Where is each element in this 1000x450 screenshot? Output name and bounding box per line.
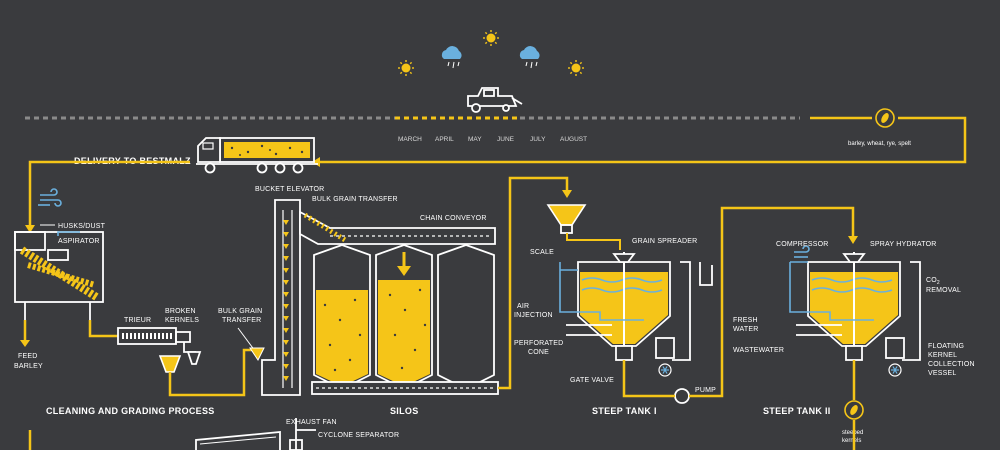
steep-tank-1	[559, 252, 713, 404]
cloud-rain-icon	[519, 46, 540, 69]
flow-to-steep1	[498, 176, 569, 390]
scale-hopper	[546, 204, 621, 250]
kiln-machine	[195, 418, 316, 450]
aspirator-label: ASPIRATOR	[58, 238, 100, 245]
flow-to-steep2	[689, 206, 855, 398]
silos	[311, 244, 499, 395]
combine-harvester-icon	[467, 87, 523, 113]
fresh-water-label: WATER	[733, 326, 759, 333]
floating-kernel-label: COLLECTION	[928, 361, 975, 368]
wind-icon	[794, 245, 810, 258]
feed-barley-label: FEED	[18, 353, 37, 360]
sun-icon	[483, 30, 499, 46]
broken-kernels-label: KERNELS	[165, 317, 199, 324]
floating-kernel-label: VESSEL	[928, 370, 956, 377]
compressor-label: COMPRESSOR	[776, 241, 829, 248]
floating-kernel-label: FLOATING	[928, 343, 964, 350]
snowflake-icon	[888, 363, 902, 377]
co2-removal-label: REMOVAL	[926, 287, 961, 294]
chain-conveyor	[299, 210, 496, 245]
wastewater-label: WASTEWATER	[733, 347, 784, 354]
broken-kernels-label: BROKEN	[165, 308, 196, 315]
weather-icons	[398, 30, 584, 76]
gate-valve-label: GATE VALVE	[570, 377, 614, 384]
grain-types-label: barley, wheat, rye, spelt	[848, 141, 911, 147]
section-steep2: STEEP TANK II	[763, 406, 831, 416]
truck-icon	[196, 137, 318, 174]
air-injection-label: AIR	[517, 303, 529, 310]
sun-icon	[568, 60, 584, 76]
steeped-kernels-label: steeped	[842, 430, 863, 436]
grain-kernel-icon	[875, 108, 895, 128]
feed-barley-label: BARLEY	[14, 363, 43, 370]
bulk-grain-transfer-top-label: BULK GRAIN TRANSFER	[312, 196, 398, 203]
bulk-grain-transfer-label: BULK GRAIN	[218, 308, 262, 315]
cyclone-separator-label: CYCLONE SEPARATOR	[318, 432, 399, 439]
flow-to-trieur	[88, 320, 118, 338]
perforated-cone-label: PERFORATED	[514, 340, 563, 347]
flow-pump	[622, 360, 675, 398]
fresh-water-label: FRESH	[733, 317, 758, 324]
trieur-label: TRIEUR	[124, 317, 151, 324]
chain-conveyor-label: CHAIN CONVEYOR	[420, 215, 487, 222]
harvest-timeline: MARCH APRIL MAY JUNE JULY AUGUST	[25, 116, 800, 143]
pump-label: PUMP	[695, 387, 716, 394]
section-steep1: STEEP TANK I	[592, 406, 657, 416]
month-label: MARCH	[398, 136, 422, 143]
cloud-rain-icon	[441, 46, 462, 69]
floating-kernel-label: KERNEL	[928, 352, 957, 359]
bucket-elevator	[261, 199, 301, 396]
month-label: APRIL	[435, 136, 454, 143]
snowflake-icon	[658, 363, 672, 377]
month-label: MAY	[468, 136, 482, 143]
scale-label: SCALE	[530, 249, 554, 256]
co2-removal-label: CO2	[926, 277, 940, 286]
month-label: JUNE	[497, 136, 515, 143]
trieur-machine	[117, 327, 202, 373]
husks-label: HUSKS/DUST	[58, 223, 106, 230]
month-label: AUGUST	[560, 136, 587, 143]
exhaust-fan-label: EXHAUST FAN	[286, 419, 337, 426]
bucket-elevator-label: BUCKET ELEVATOR	[255, 186, 324, 193]
grain-kernel-icon	[844, 400, 864, 420]
flow-to-elevator	[168, 348, 255, 397]
bulk-grain-transfer-label: TRANSFER	[222, 317, 261, 324]
wind-icon	[38, 188, 62, 207]
section-silos: SILOS	[390, 406, 419, 416]
flow-to-cleaning	[28, 160, 190, 225]
perforated-cone-label: CONE	[528, 349, 549, 356]
sun-icon	[398, 60, 414, 76]
spray-hydrator-label: SPRAY HYDRATOR	[870, 241, 936, 248]
month-label: JULY	[530, 136, 546, 143]
steeped-kernels-label: kernels	[842, 438, 861, 444]
aspirator-machine	[14, 231, 104, 320]
section-cleaning: CLEANING AND GRADING PROCESS	[46, 406, 215, 416]
grain-spreader-label: GRAIN SPREADER	[632, 238, 697, 245]
air-injection-label: INJECTION	[514, 312, 553, 319]
steep-tank-2	[789, 245, 921, 377]
